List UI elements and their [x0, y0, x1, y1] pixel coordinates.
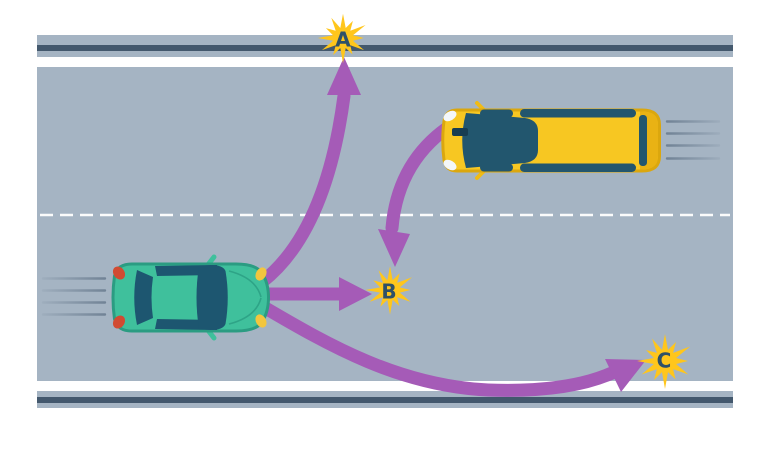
arrow-c-head [605, 359, 646, 392]
arrow-a-stem [255, 89, 351, 289]
collision-point-c: C [637, 334, 691, 389]
collision-point-b: B [365, 266, 413, 315]
yellow-minibus [441, 101, 661, 180]
car-arrow-to-c [255, 299, 646, 397]
collision-label-b: B [381, 280, 396, 304]
arrow-b-head [339, 277, 372, 311]
bus-front-grille [452, 128, 468, 136]
road [37, 35, 733, 408]
green-car [111, 254, 271, 341]
arrow-c-stem [255, 299, 619, 397]
car-glass [134, 265, 228, 330]
car-hood-lines [228, 270, 262, 325]
bus-windshield [462, 113, 538, 168]
collision-point-a: A [317, 13, 366, 64]
trajectory-arrows [255, 57, 646, 397]
bus-door-window [480, 163, 513, 172]
bus-headlight [443, 110, 457, 122]
bus-rear-window [639, 115, 647, 166]
car-headlight [255, 267, 267, 281]
bottom-edge-stripe [37, 397, 733, 403]
car-rear-window [134, 270, 153, 325]
car-arrow-to-b [257, 277, 372, 311]
bus-arrow-head [378, 229, 410, 267]
bus-motion-lines [665, 120, 721, 160]
car-headlight [255, 314, 267, 328]
bus-glass [462, 109, 647, 172]
car-taillight [112, 315, 126, 329]
car-motion-lines [41, 277, 107, 316]
car-arrow-to-a [255, 57, 361, 289]
arrow-a-head [327, 57, 361, 95]
bus-side-window [520, 109, 636, 118]
car-taillight [112, 266, 126, 280]
collision-label-a: A [335, 28, 351, 52]
bus-door-window [480, 109, 513, 118]
collision-label-c: C [657, 349, 672, 373]
top-edge-stripe [37, 45, 733, 51]
bus-side-window [520, 163, 636, 172]
bus-headlight [443, 159, 457, 171]
car-windshield [196, 265, 228, 330]
